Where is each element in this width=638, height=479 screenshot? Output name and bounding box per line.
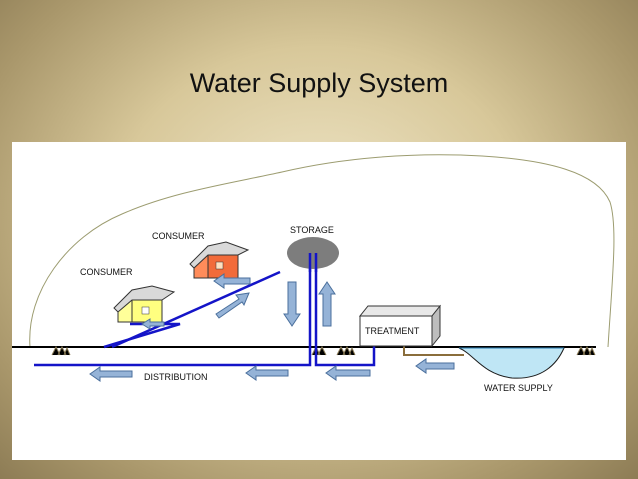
- treatment-plant: TREATMENT: [358, 304, 442, 348]
- arrow-down: [283, 281, 301, 327]
- arrow-diagonal: [215, 292, 250, 319]
- arrow-left-consumer: [141, 318, 165, 330]
- flow-arrows: [89, 273, 455, 382]
- arrow-left-distribution-2: [245, 365, 289, 381]
- arrow-left-top: [213, 273, 251, 289]
- label-consumer-top: CONSUMER: [152, 231, 205, 241]
- water-supply-diagram: STORAGE TREATMENT CONSUMER CONSUMER: [12, 154, 615, 393]
- storage-tank: [287, 237, 339, 269]
- service-area-outline: [29, 154, 615, 348]
- label-treatment: TREATMENT: [365, 326, 420, 336]
- consumer-house-top: [189, 241, 250, 279]
- storage-riser: [308, 253, 318, 272]
- diagram-panel: STORAGE TREATMENT CONSUMER CONSUMER: [12, 142, 626, 460]
- label-distribution: DISTRIBUTION: [144, 372, 208, 382]
- arrow-left-distribution-1: [89, 366, 133, 382]
- arrow-up: [318, 281, 336, 327]
- grass-tufts: [51, 345, 596, 356]
- label-storage: STORAGE: [290, 225, 334, 235]
- label-consumer-left: CONSUMER: [80, 267, 133, 277]
- arrow-left-raw-water: [415, 358, 455, 374]
- raw-water-pipe: [403, 343, 464, 356]
- label-water-supply: WATER SUPPLY: [484, 383, 553, 393]
- water-source-lake: [458, 347, 565, 379]
- slide-title: Water Supply System: [189, 68, 449, 98]
- consumer-house-left: [113, 285, 176, 323]
- arrow-left-distribution-3: [325, 365, 371, 381]
